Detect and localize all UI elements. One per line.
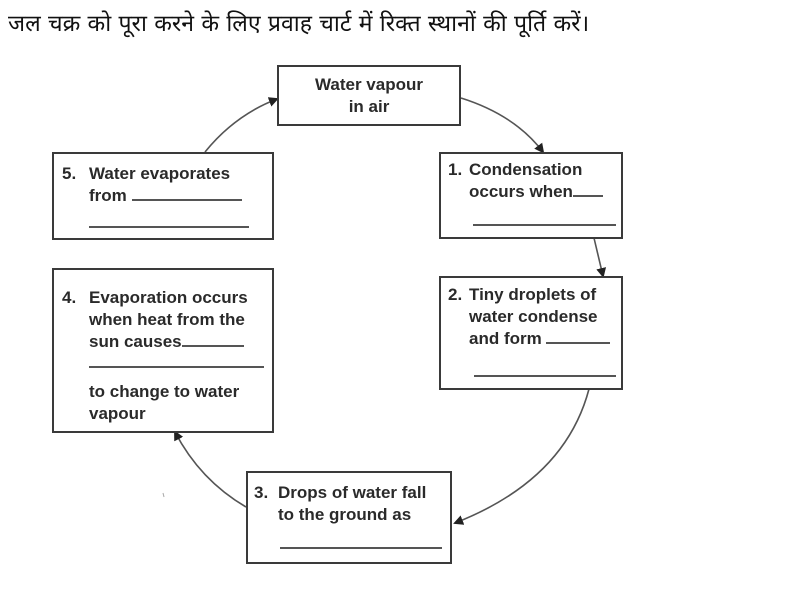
box-1-line2: occurs when bbox=[469, 182, 573, 201]
box-4-line3: sun causes bbox=[89, 332, 182, 351]
box-1-blank-1[interactable] bbox=[572, 195, 603, 197]
box-4-blank-2[interactable] bbox=[89, 366, 264, 368]
box-water-vapour-line1: Water vapour bbox=[314, 75, 423, 94]
box-5-blank-2[interactable] bbox=[89, 226, 249, 228]
box-5-number: 5. bbox=[62, 164, 77, 183]
box-2-droplets: 2. Tiny droplets of water condense and f… bbox=[439, 276, 623, 390]
box-2-line2: water condense bbox=[469, 307, 598, 326]
box-3-number: 3. bbox=[254, 483, 269, 502]
box-4-blank-1[interactable] bbox=[181, 345, 244, 347]
box-3-drops: 3. Drops of water fall to the ground as bbox=[246, 471, 452, 564]
box-1-condensation: 1. Condensation occurs when bbox=[439, 152, 623, 239]
box-3-line2: to the ground as bbox=[278, 505, 412, 524]
box-4-line2: when heat from the bbox=[89, 310, 245, 329]
box-3-blank-1[interactable] bbox=[280, 547, 442, 549]
box-4-line4: to change to water bbox=[89, 382, 240, 401]
arrow-5-to-center bbox=[204, 97, 279, 153]
arrow-3-to-4 bbox=[174, 430, 247, 508]
box-water-vapour: Water vapour in air bbox=[277, 65, 461, 126]
box-5-water-evaporates: 5. Water evaporates from bbox=[52, 152, 274, 240]
arrow-center-to-1 bbox=[460, 97, 545, 154]
box-2-number: 2. bbox=[448, 285, 463, 304]
box-water-vapour-line2: in air bbox=[348, 97, 390, 116]
question-text: जल चक्र को पूरा करने के लिए प्रवाह चार्ट… bbox=[8, 11, 590, 37]
box-5-line2: from bbox=[89, 186, 127, 205]
box-2-line1: Tiny droplets of bbox=[469, 285, 597, 304]
box-2-blank-2[interactable] bbox=[474, 375, 616, 377]
box-5-blank-1[interactable] bbox=[131, 199, 242, 201]
box-3-line1: Drops of water fall bbox=[278, 483, 427, 502]
box-1-line1: Condensation bbox=[469, 160, 583, 179]
arrow-1-to-2 bbox=[593, 237, 607, 278]
box-4-evaporation: 4. Evaporation occurs when heat from the… bbox=[52, 268, 274, 433]
box-2-blank-1[interactable] bbox=[546, 342, 611, 344]
box-5-line1: Water evaporates bbox=[89, 164, 231, 183]
arrow-2-to-3 bbox=[453, 388, 590, 525]
box-4-line5: vapour bbox=[89, 404, 146, 423]
box-4-line1: Evaporation occurs bbox=[89, 288, 248, 307]
box-2-line3: and form bbox=[469, 329, 542, 348]
box-4-number: 4. bbox=[62, 288, 77, 307]
box-1-blank-2[interactable] bbox=[473, 224, 616, 226]
box-1-number: 1. bbox=[448, 160, 463, 179]
